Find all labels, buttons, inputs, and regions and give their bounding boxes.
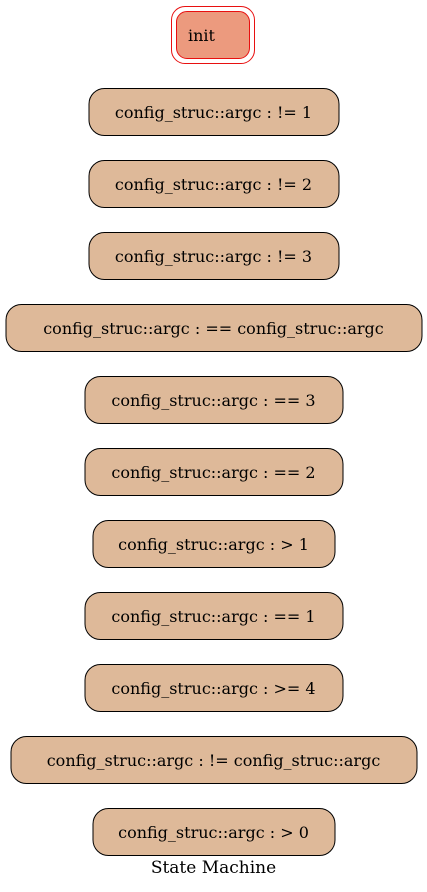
state-node-3: config_struc::argc : != 3 [88, 232, 339, 280]
state-node-2: config_struc::argc : != 2 [88, 160, 339, 208]
state-node-6: config_struc::argc : == 2 [84, 448, 343, 496]
state-node-11: config_struc::argc : > 0 [92, 808, 335, 856]
state-node-1: config_struc::argc : != 1 [88, 88, 339, 136]
state-node-10: config_struc::argc : != config_struc::ar… [10, 736, 417, 784]
state-node-8: config_struc::argc : == 1 [84, 592, 343, 640]
state-node-4: config_struc::argc : == config_struc::ar… [5, 304, 422, 352]
initial-state-label: init [176, 11, 250, 59]
state-node-7: config_struc::argc : > 1 [92, 520, 335, 568]
diagram-caption: State Machine [150, 858, 277, 878]
state-node-9: config_struc::argc : >= 4 [84, 664, 343, 712]
state-node-5: config_struc::argc : == 3 [84, 376, 343, 424]
initial-state: init [171, 6, 255, 64]
